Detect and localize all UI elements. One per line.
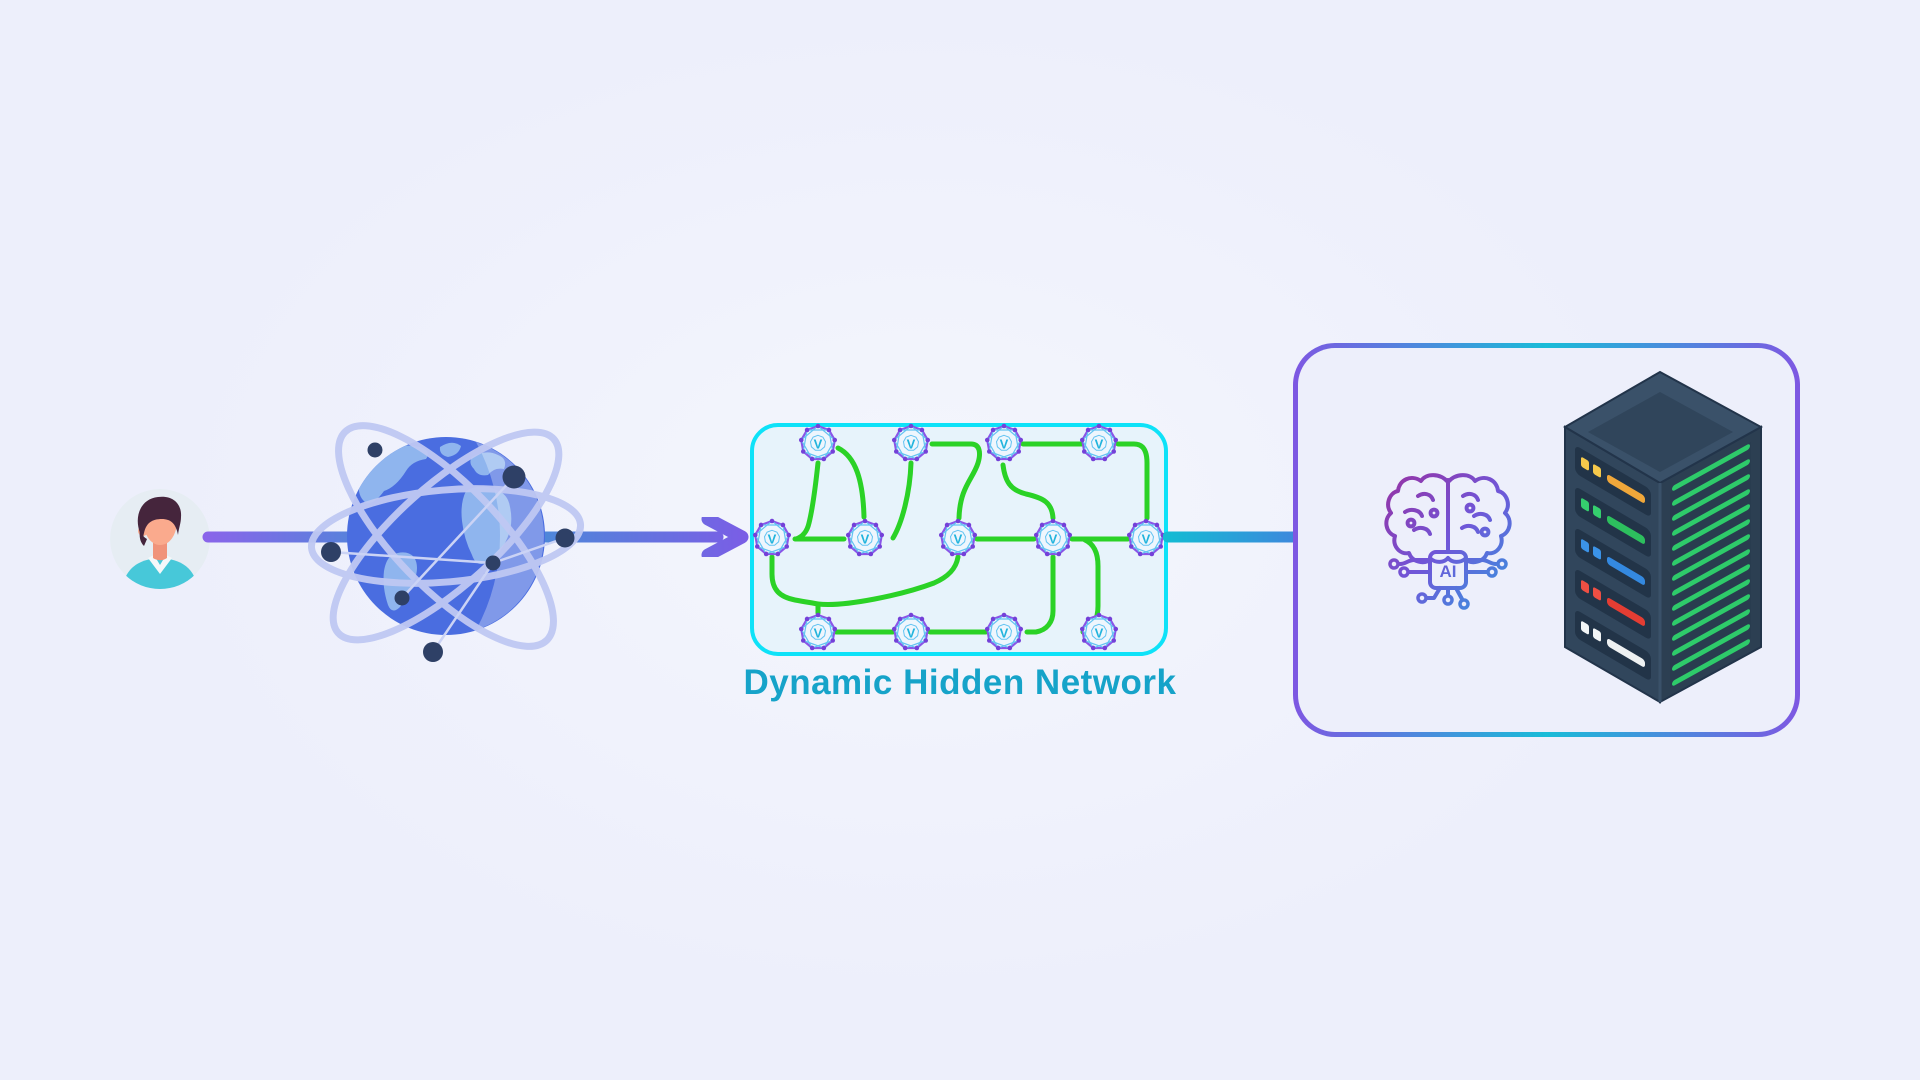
server-rack-icon [1563,370,1763,704]
network-edge [1024,554,1056,635]
globe-node-dot [485,555,501,571]
network-node-glyph: V [1095,437,1104,452]
server-top-inset [1588,392,1733,472]
globe-network-dots [321,442,575,662]
network-node-glyph: V [1142,532,1151,547]
network-edge [1000,462,1056,521]
hidden-network-box: V V V V V V V V V V V V V [750,423,1168,656]
network-edge [1115,441,1150,521]
network-node-icon: V [845,518,885,557]
network-node-icon: V [984,612,1024,651]
network-node-icon: V [891,612,931,651]
server-bay-bar [1607,516,1645,544]
hidden-network-graph: V V V V V V V V V V V V V [752,423,1166,651]
network-node-icon: V [1079,423,1119,462]
globe-node-dot [367,442,383,458]
network-node-icon: V [1126,518,1166,557]
avatar-shirt [122,558,198,589]
network-node-glyph: V [1000,437,1009,452]
globe-network-lines [330,476,566,653]
brain-right-lobe [1446,473,1512,565]
brain-left-lobe [1384,473,1450,565]
network-node-glyph: V [814,437,823,452]
network-node-icon: V [891,423,931,462]
globe-node-dot [502,465,526,489]
network-node-icon: V [1033,518,1073,557]
network-node-icon: V [984,423,1024,462]
server-vent-lines [1672,444,1750,686]
network-node-icon: V [938,518,978,557]
network-node-icon: V [798,423,838,462]
globe-shading [476,442,544,630]
network-node-glyph: V [768,532,777,547]
network-edge [929,441,982,521]
network-node-icon: V [752,518,792,557]
avatar-hair [137,496,182,543]
globe-node-dot [394,590,410,606]
internet-globe-icon [307,422,585,662]
globe-node-dot [555,528,575,548]
hidden-network-label: Dynamic Hidden Network [743,663,1177,702]
network-node-icon: V [798,612,838,651]
avatar-neck [153,541,167,561]
ai-chip-label: AI [1440,562,1457,581]
network-node-glyph: V [954,532,963,547]
network-edge [769,554,961,607]
network-node-glyph: V [1095,626,1104,641]
globe-node-dot [423,642,443,662]
globe-orbits [307,422,585,650]
network-node-glyph: V [1049,532,1058,547]
network-node-glyph: V [1000,626,1009,641]
user-avatar [110,489,210,589]
network-node-glyph: V [907,626,916,641]
server-bay-bar [1607,639,1645,667]
server-drive-bays [1575,447,1651,680]
network-edge [793,460,821,542]
server-bay-bar [1607,475,1645,503]
arrow-head-icon [701,517,749,557]
globe-node-dot [321,542,341,562]
network-node-glyph: V [861,532,870,547]
server-bay-bar [1607,557,1645,585]
network-node-glyph: V [907,437,916,452]
server-bay-bar [1607,598,1645,626]
avatar-collar [148,555,172,574]
network-edge [835,445,867,520]
network-node-glyph: V [814,626,823,641]
network-edge [890,460,914,541]
ai-brain-icon: AI [1384,473,1512,610]
network-node-icon: V [1079,612,1119,651]
